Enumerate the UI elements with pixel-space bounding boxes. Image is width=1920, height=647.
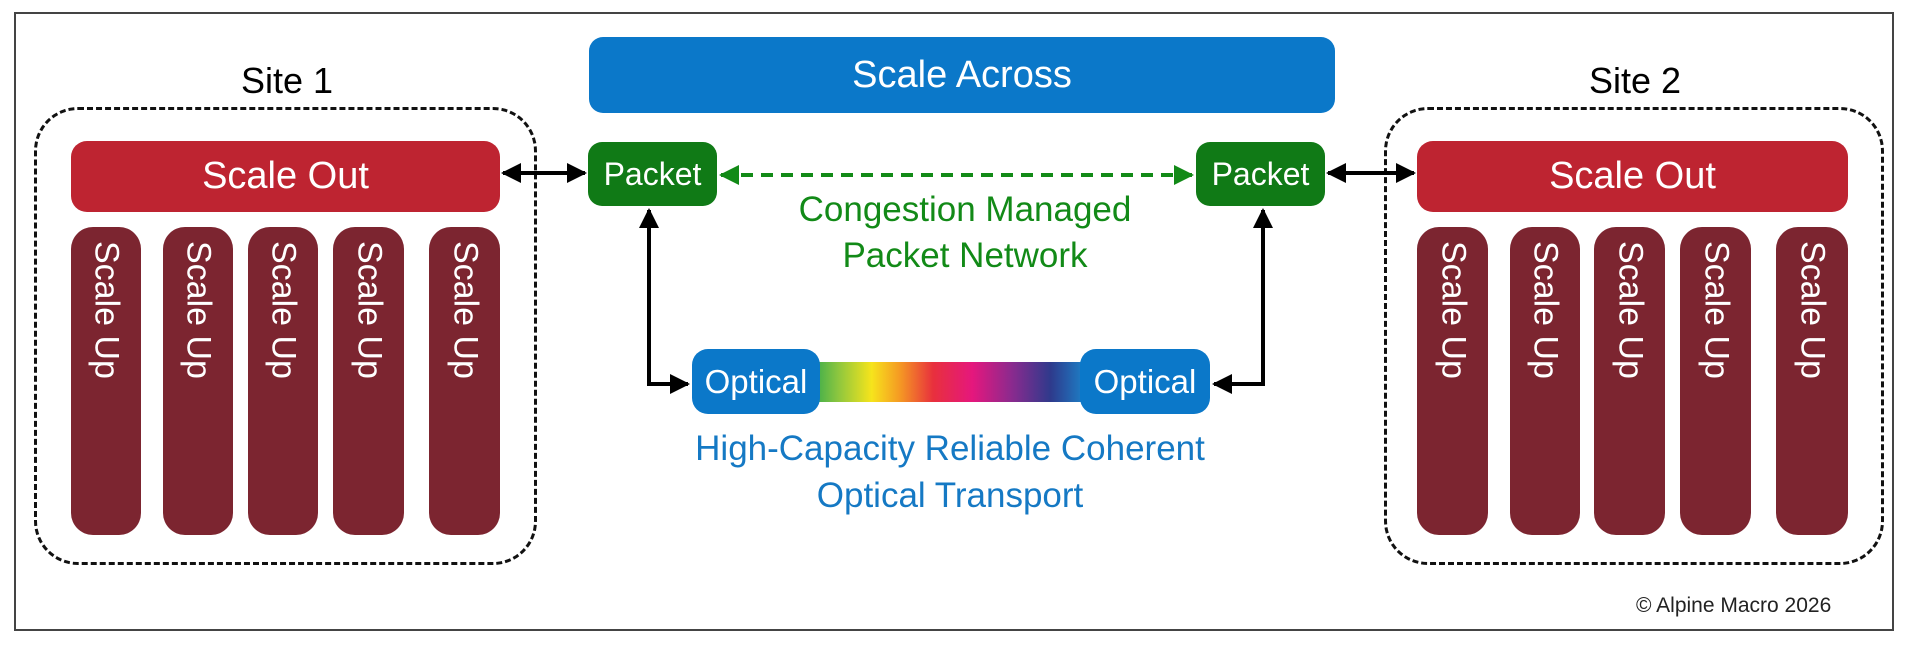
packet-node-right-label: Packet (1211, 155, 1310, 192)
site-1-scale-up-1: Scale Up (71, 227, 141, 535)
optical-node-right: Optical (1080, 349, 1210, 414)
site-1-scale-up-3: Scale Up (248, 227, 318, 535)
optical-spectrum-link (810, 362, 1090, 402)
site-1-label: Site 1 (240, 60, 334, 101)
packet-right-to-optical-right-arrow (1212, 208, 1273, 394)
site-1-scale-up-4: Scale Up (333, 227, 404, 535)
site-2-scale-out: Scale Out (1417, 141, 1848, 212)
site-2-scale-out-label: Scale Out (1549, 155, 1716, 197)
optical-transport-caption-line-2: Optical Transport (816, 476, 1084, 515)
site-2-scale-up-2: Scale Up (1510, 227, 1580, 535)
site-1-scale-out-label: Scale Out (202, 155, 369, 197)
packet-network-caption-line-2: Packet Network (842, 236, 1088, 275)
site-1-scale-up-2: Scale Up (163, 227, 233, 535)
optical-transport-caption-line-1: High-Capacity Reliable Coherent (695, 429, 1205, 468)
optical-node-left: Optical (692, 349, 820, 414)
site-2-scale-up-1: Scale Up (1417, 227, 1488, 535)
packet-node-left: Packet (588, 142, 717, 206)
site-2-scale-up-4: Scale Up (1680, 227, 1751, 535)
site-1-boundary (34, 107, 537, 565)
optical-transport-caption: High-Capacity Reliable Coherent Optical … (640, 425, 1260, 519)
site-2-scale-up-3: Scale Up (1594, 227, 1665, 535)
scale-across-banner: Scale Across (589, 37, 1335, 113)
copyright-notice: © Alpine Macro 2026 (1636, 594, 1832, 617)
packet-network-caption-line-1: Congestion Managed (798, 190, 1132, 229)
packet-node-right: Packet (1196, 142, 1325, 206)
site-2-scale-up-5: Scale Up (1776, 227, 1848, 535)
site-2-boundary (1384, 107, 1884, 565)
packet-network-caption: Congestion Managed Packet Network (720, 187, 1210, 279)
packet-left-to-optical-left-arrow (639, 208, 690, 394)
diagram-frame (14, 12, 1894, 631)
optical-node-right-label: Optical (1093, 362, 1197, 400)
optical-node-left-label: Optical (704, 362, 808, 400)
site-1-scale-up-5: Scale Up (429, 227, 500, 535)
site-2-label: Site 2 (1588, 60, 1682, 101)
site-1-scale-out: Scale Out (71, 141, 500, 212)
packet-node-left-label: Packet (603, 155, 702, 192)
scale-across-label: Scale Across (852, 53, 1072, 96)
